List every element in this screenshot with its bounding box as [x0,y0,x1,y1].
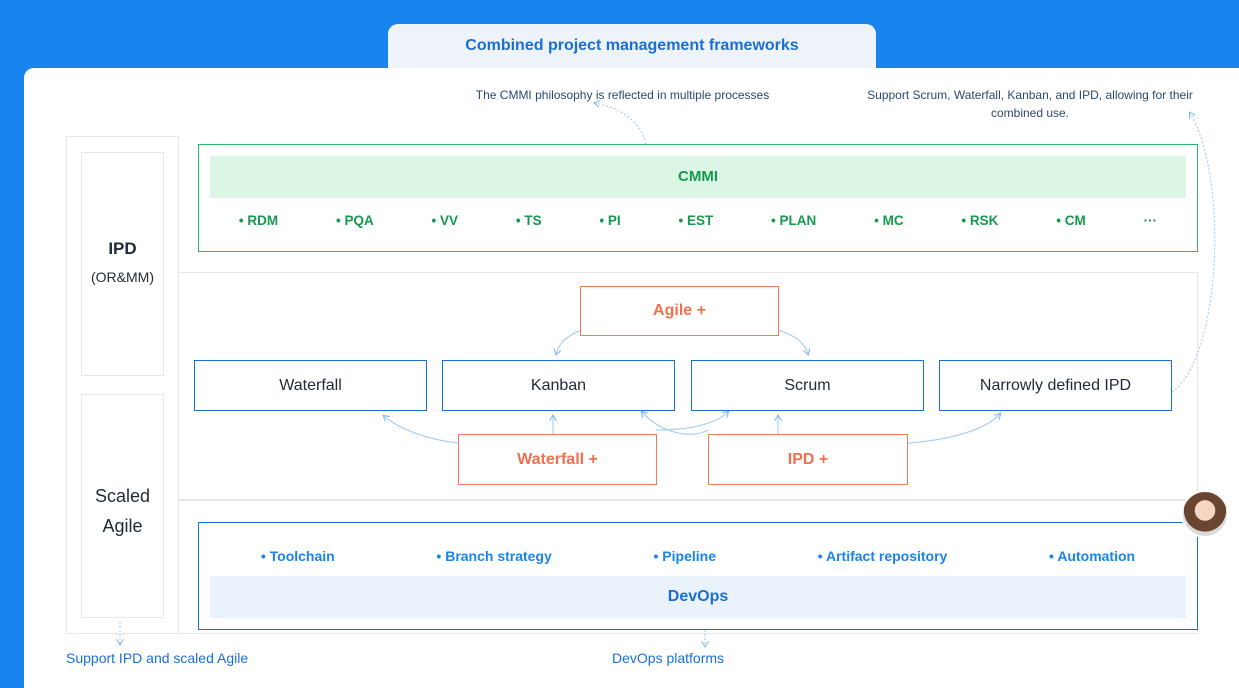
scrum-node: Scrum [691,360,924,411]
cmmi-item: • TS [515,212,542,228]
support-note-line2: combined use. [990,106,1070,120]
devops-item: • Toolchain [260,548,335,564]
support-avatar[interactable] [1181,490,1229,538]
cmmi-item: • VV [431,212,459,228]
cmmi-title: CMMI [210,156,1186,198]
ipd-side-box: IPD (OR&MM) [81,152,164,376]
cmmi-note-arrow [595,103,647,145]
cmmi-item: • RSK [961,212,999,228]
cmmi-item: • CM [1056,212,1086,228]
support-note-arrow [1171,113,1216,393]
waterfall-plus-node: Waterfall + [458,434,657,485]
cmmi-item-more: ··· [1143,212,1158,228]
side-widget-tab-2[interactable] [1231,600,1239,644]
scaled-agile-label: Scaled Agile [82,481,163,541]
header-tab: Combined project management frameworks [388,24,876,74]
agile-plus-node: Agile + [580,286,779,336]
devops-item: • Automation [1049,548,1136,564]
cmmi-item: • PQA [335,212,374,228]
devops-title: DevOps [210,576,1186,618]
footer-center-label: DevOps platforms [612,650,725,666]
waterfallplus-to-scrum-arrow [655,412,728,431]
scaled-label-line1: Scaled [94,486,151,506]
cmmi-item: • PI [599,212,621,228]
scaled-agile-side-box: Scaled Agile [81,394,164,618]
ipd-side-title: IPD [108,239,137,258]
narrow-ipd-node: Narrowly defined IPD [939,360,1172,411]
cmmi-item: • EST [678,212,714,228]
side-widget-tab[interactable] [1231,540,1239,584]
waterfall-node: Waterfall [194,360,427,411]
devops-item: • Artifact repository [817,548,948,564]
scaled-label-line2: Agile [102,516,143,536]
cmmi-note: The CMMI philosophy is reflected in mult… [475,88,770,102]
devops-items: • Toolchain • Branch strategy • Pipeline… [210,542,1186,570]
cmmi-item: • PLAN [771,212,817,228]
ipd-side-subtitle: (OR&MM) [91,269,154,285]
support-note-line1: Support Scrum, Waterfall, Kanban, and IP… [867,88,1193,102]
cmmi-item: • MC [874,212,904,228]
devops-item: • Branch strategy [436,548,552,564]
ipdplus-to-kanban-arrow [642,412,709,435]
footer-left-label: Support IPD and scaled Agile [66,650,249,666]
cmmi-items: • RDM • PQA • VV • TS • PI • EST • PLAN … [210,206,1186,234]
kanban-node: Kanban [442,360,675,411]
waterfallplus-to-waterfall-arrow [384,416,459,444]
agile-to-scrum-arrow [777,329,808,354]
support-note: Support Scrum, Waterfall, Kanban, and IP… [840,86,1220,122]
ipd-plus-node: IPD + [708,434,908,485]
ipdplus-to-ipd-arrow [907,414,1000,444]
cmmi-item: • RDM [238,212,279,228]
agile-to-kanban-arrow [556,329,583,354]
devops-item: • Pipeline [653,548,716,564]
